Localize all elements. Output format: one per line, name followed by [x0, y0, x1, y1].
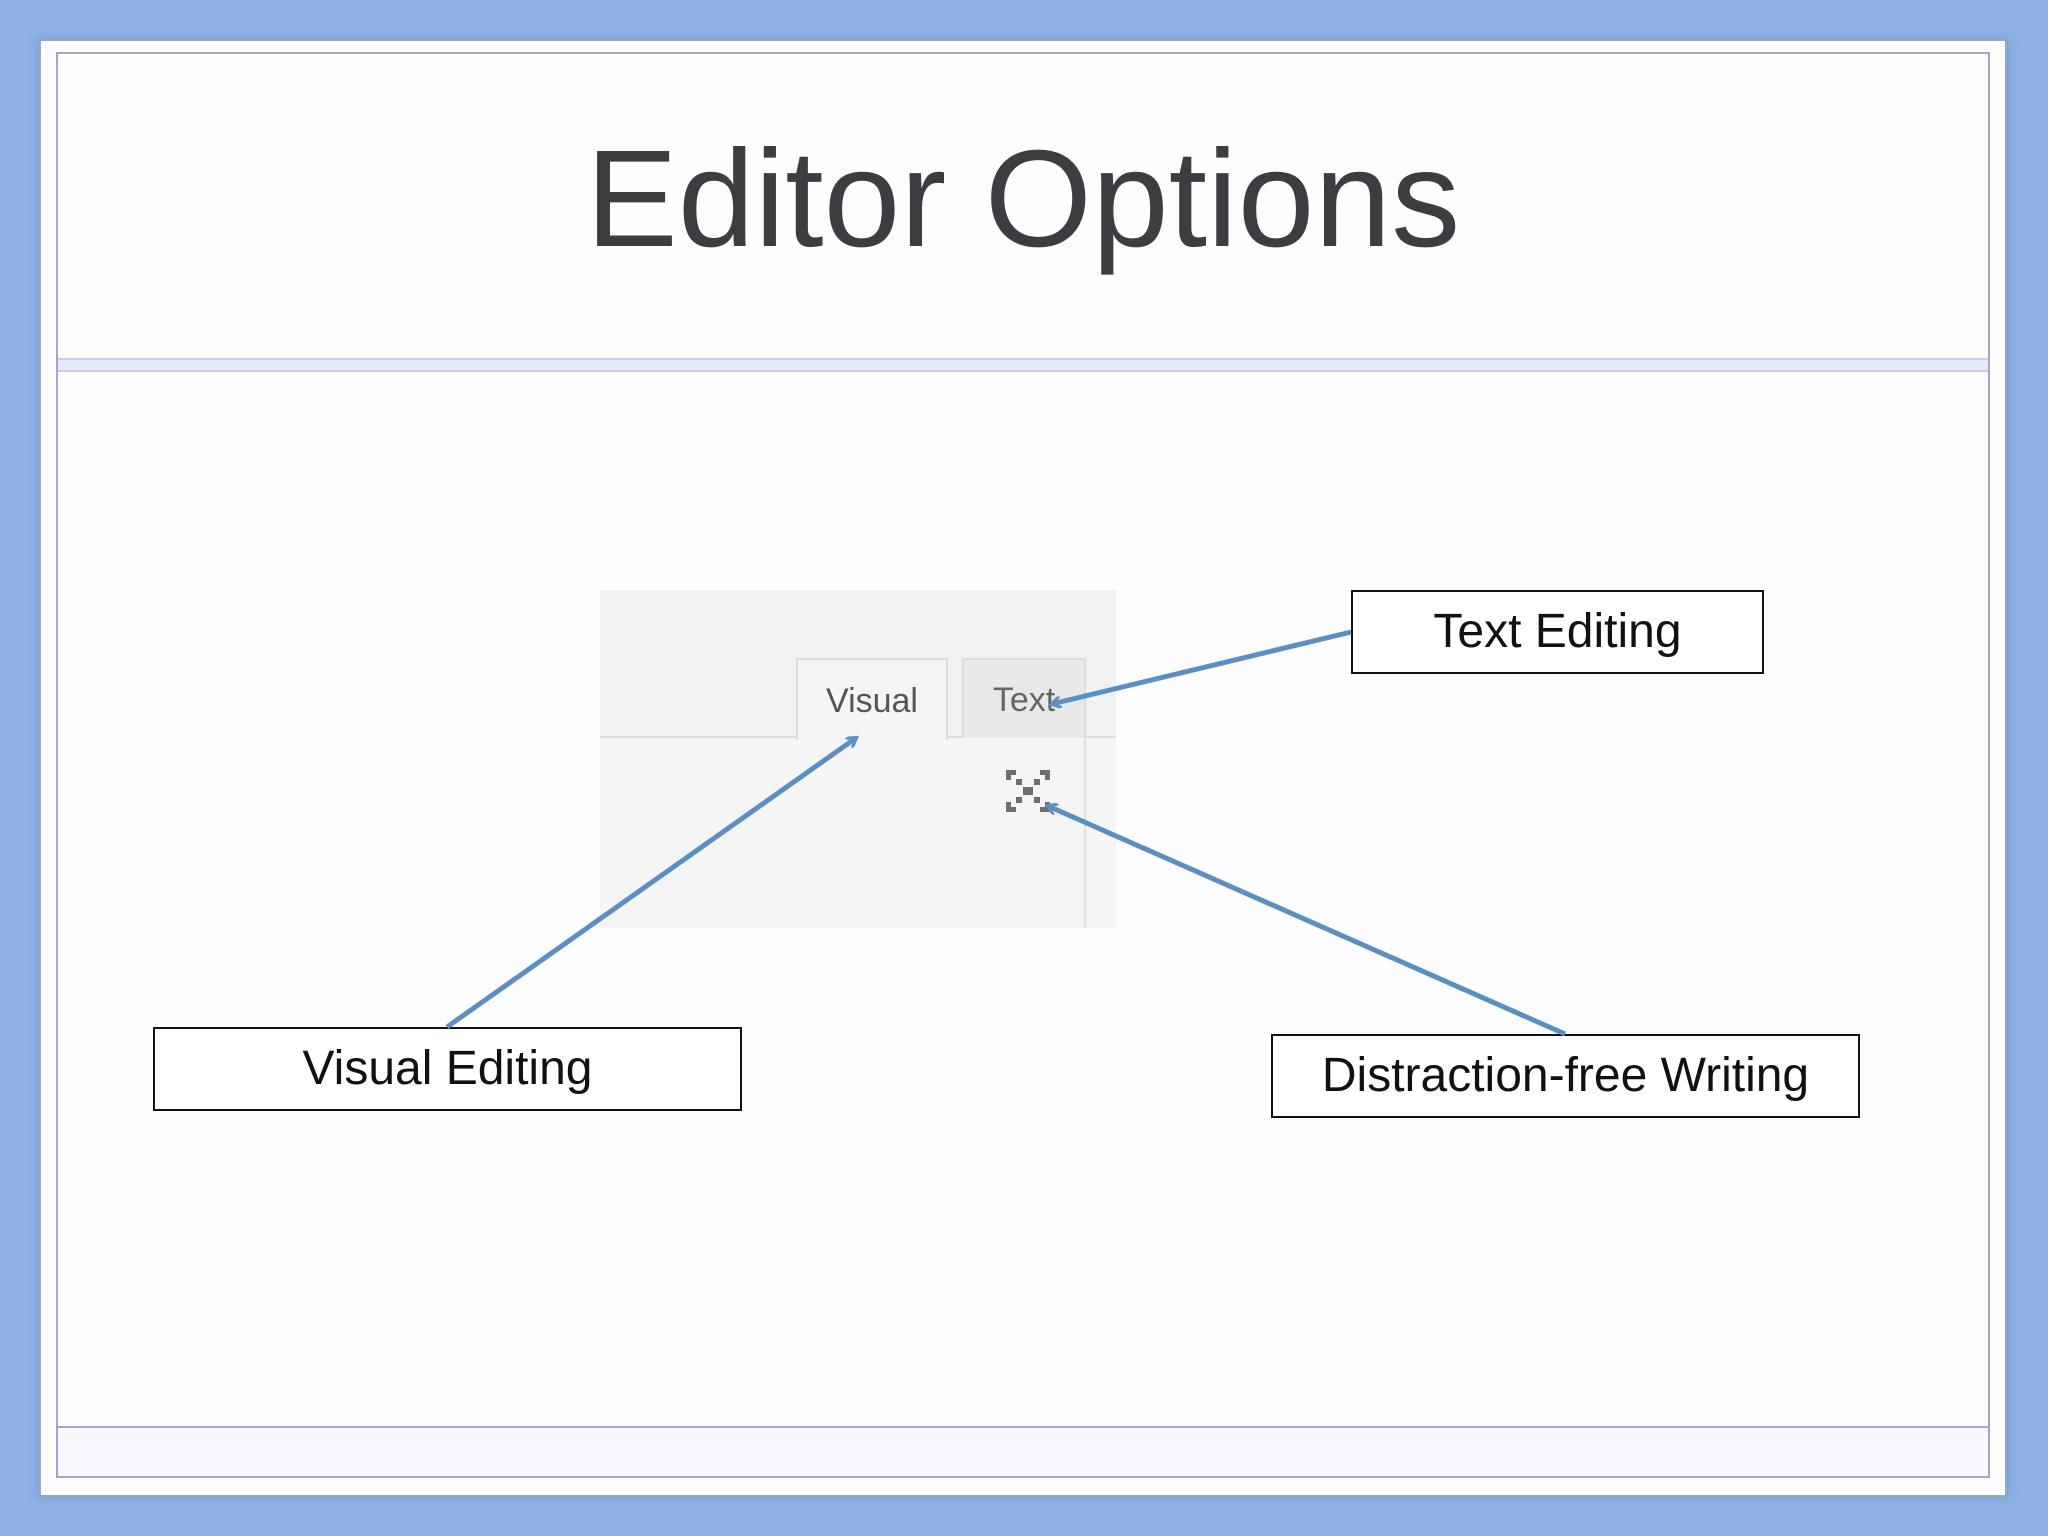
callout-text-editing: Text Editing — [1351, 590, 1764, 674]
tab-text[interactable]: Text — [962, 658, 1086, 738]
title-divider — [58, 358, 1988, 372]
editor-side-divider — [1084, 738, 1086, 928]
tab-visual[interactable]: Visual — [796, 658, 948, 740]
callout-visual-editing: Visual Editing — [153, 1027, 742, 1111]
fullscreen-expand-icon[interactable] — [1004, 768, 1052, 814]
callout-distraction-free-writing: Distraction-free Writing — [1271, 1034, 1860, 1118]
footer-strip — [58, 1428, 1988, 1476]
editor-screenshot: Visual Text — [600, 590, 1116, 928]
slide-title: Editor Options — [585, 122, 1461, 276]
footer-divider — [58, 1426, 1988, 1428]
slide-inner-border — [56, 52, 1990, 1478]
